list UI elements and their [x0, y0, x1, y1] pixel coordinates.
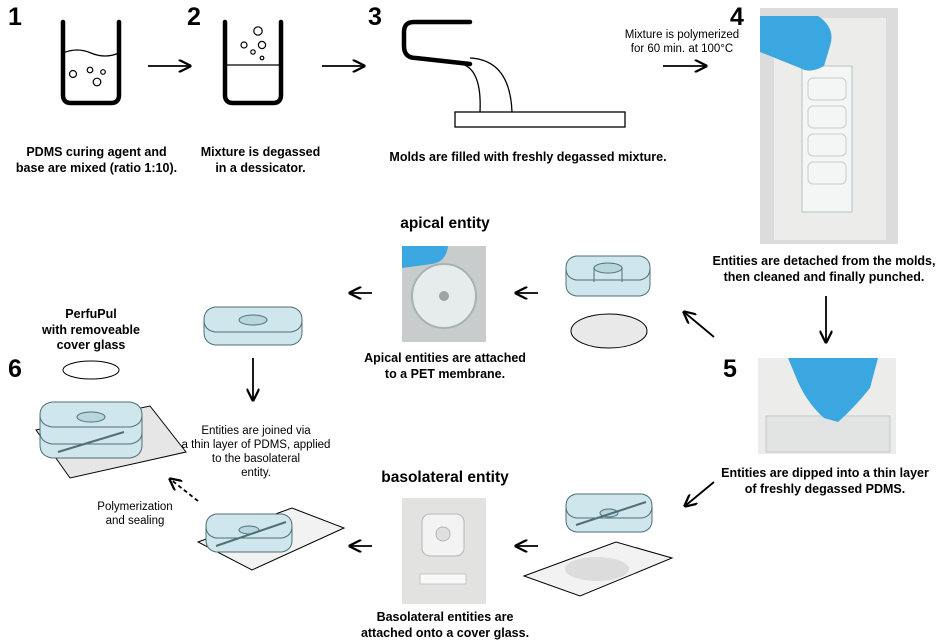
polymerized-device-drawing — [196, 507, 346, 571]
pouring-beaker-and-mold-icon — [401, 19, 626, 128]
step4-top-caption: Mixture is polymerized for 60 min. at 10… — [624, 29, 740, 56]
photo-dipping-pdms — [758, 358, 896, 454]
cover-glass-oval — [62, 360, 120, 380]
apical-entity-heading: apical entity — [400, 215, 490, 232]
step2-caption: Mixture is degassed in a dessicator. — [200, 145, 321, 175]
step5-caption: Entities are dipped into a thin layer of… — [721, 466, 929, 496]
step-number-4: 4 — [730, 3, 744, 31]
apical-entity-drawing — [565, 255, 651, 349]
perfupul-device-drawing — [35, 401, 187, 479]
step-number-6: 6 — [8, 355, 22, 383]
step3-caption: Molds are filled with freshly degassed m… — [389, 150, 667, 164]
joined-entities-caption: Entities are joined via a thin layer of … — [181, 425, 331, 480]
basolateral-entity-heading: basolateral entity — [381, 469, 509, 486]
basolateral-entity-caption: Basolateral entities are attached onto a… — [360, 610, 530, 640]
joined-apical-drawing — [203, 306, 303, 346]
polymerization-caption: Polymerization and sealing — [97, 501, 173, 528]
beaker-degassing-icon — [222, 19, 284, 106]
beaker-with-mixture-icon — [60, 19, 122, 106]
apical-entity-caption: Apical entities are attached to a PET me… — [364, 351, 526, 381]
arrow-step5-to-apical — [684, 312, 715, 338]
step-number-2: 2 — [187, 3, 201, 31]
photo-basolateral-entity — [402, 498, 486, 604]
step1-caption: PDMS curing agent and base are mixed (ra… — [15, 145, 178, 175]
basolateral-entity-drawing — [522, 493, 674, 597]
step4-bottom-caption: Entities are detached from the molds, th… — [712, 254, 936, 284]
arrow-polymerization — [170, 479, 199, 502]
photo-apical-entity — [402, 246, 486, 342]
step-number-1: 1 — [8, 3, 22, 31]
step-number-3: 3 — [368, 3, 382, 31]
arrow-step5-to-basolateral — [685, 481, 715, 506]
perfupul-caption: PerfuPul with removeable cover glass — [42, 307, 140, 353]
photo-mold-detach — [760, 8, 898, 244]
step-number-5: 5 — [723, 355, 737, 383]
